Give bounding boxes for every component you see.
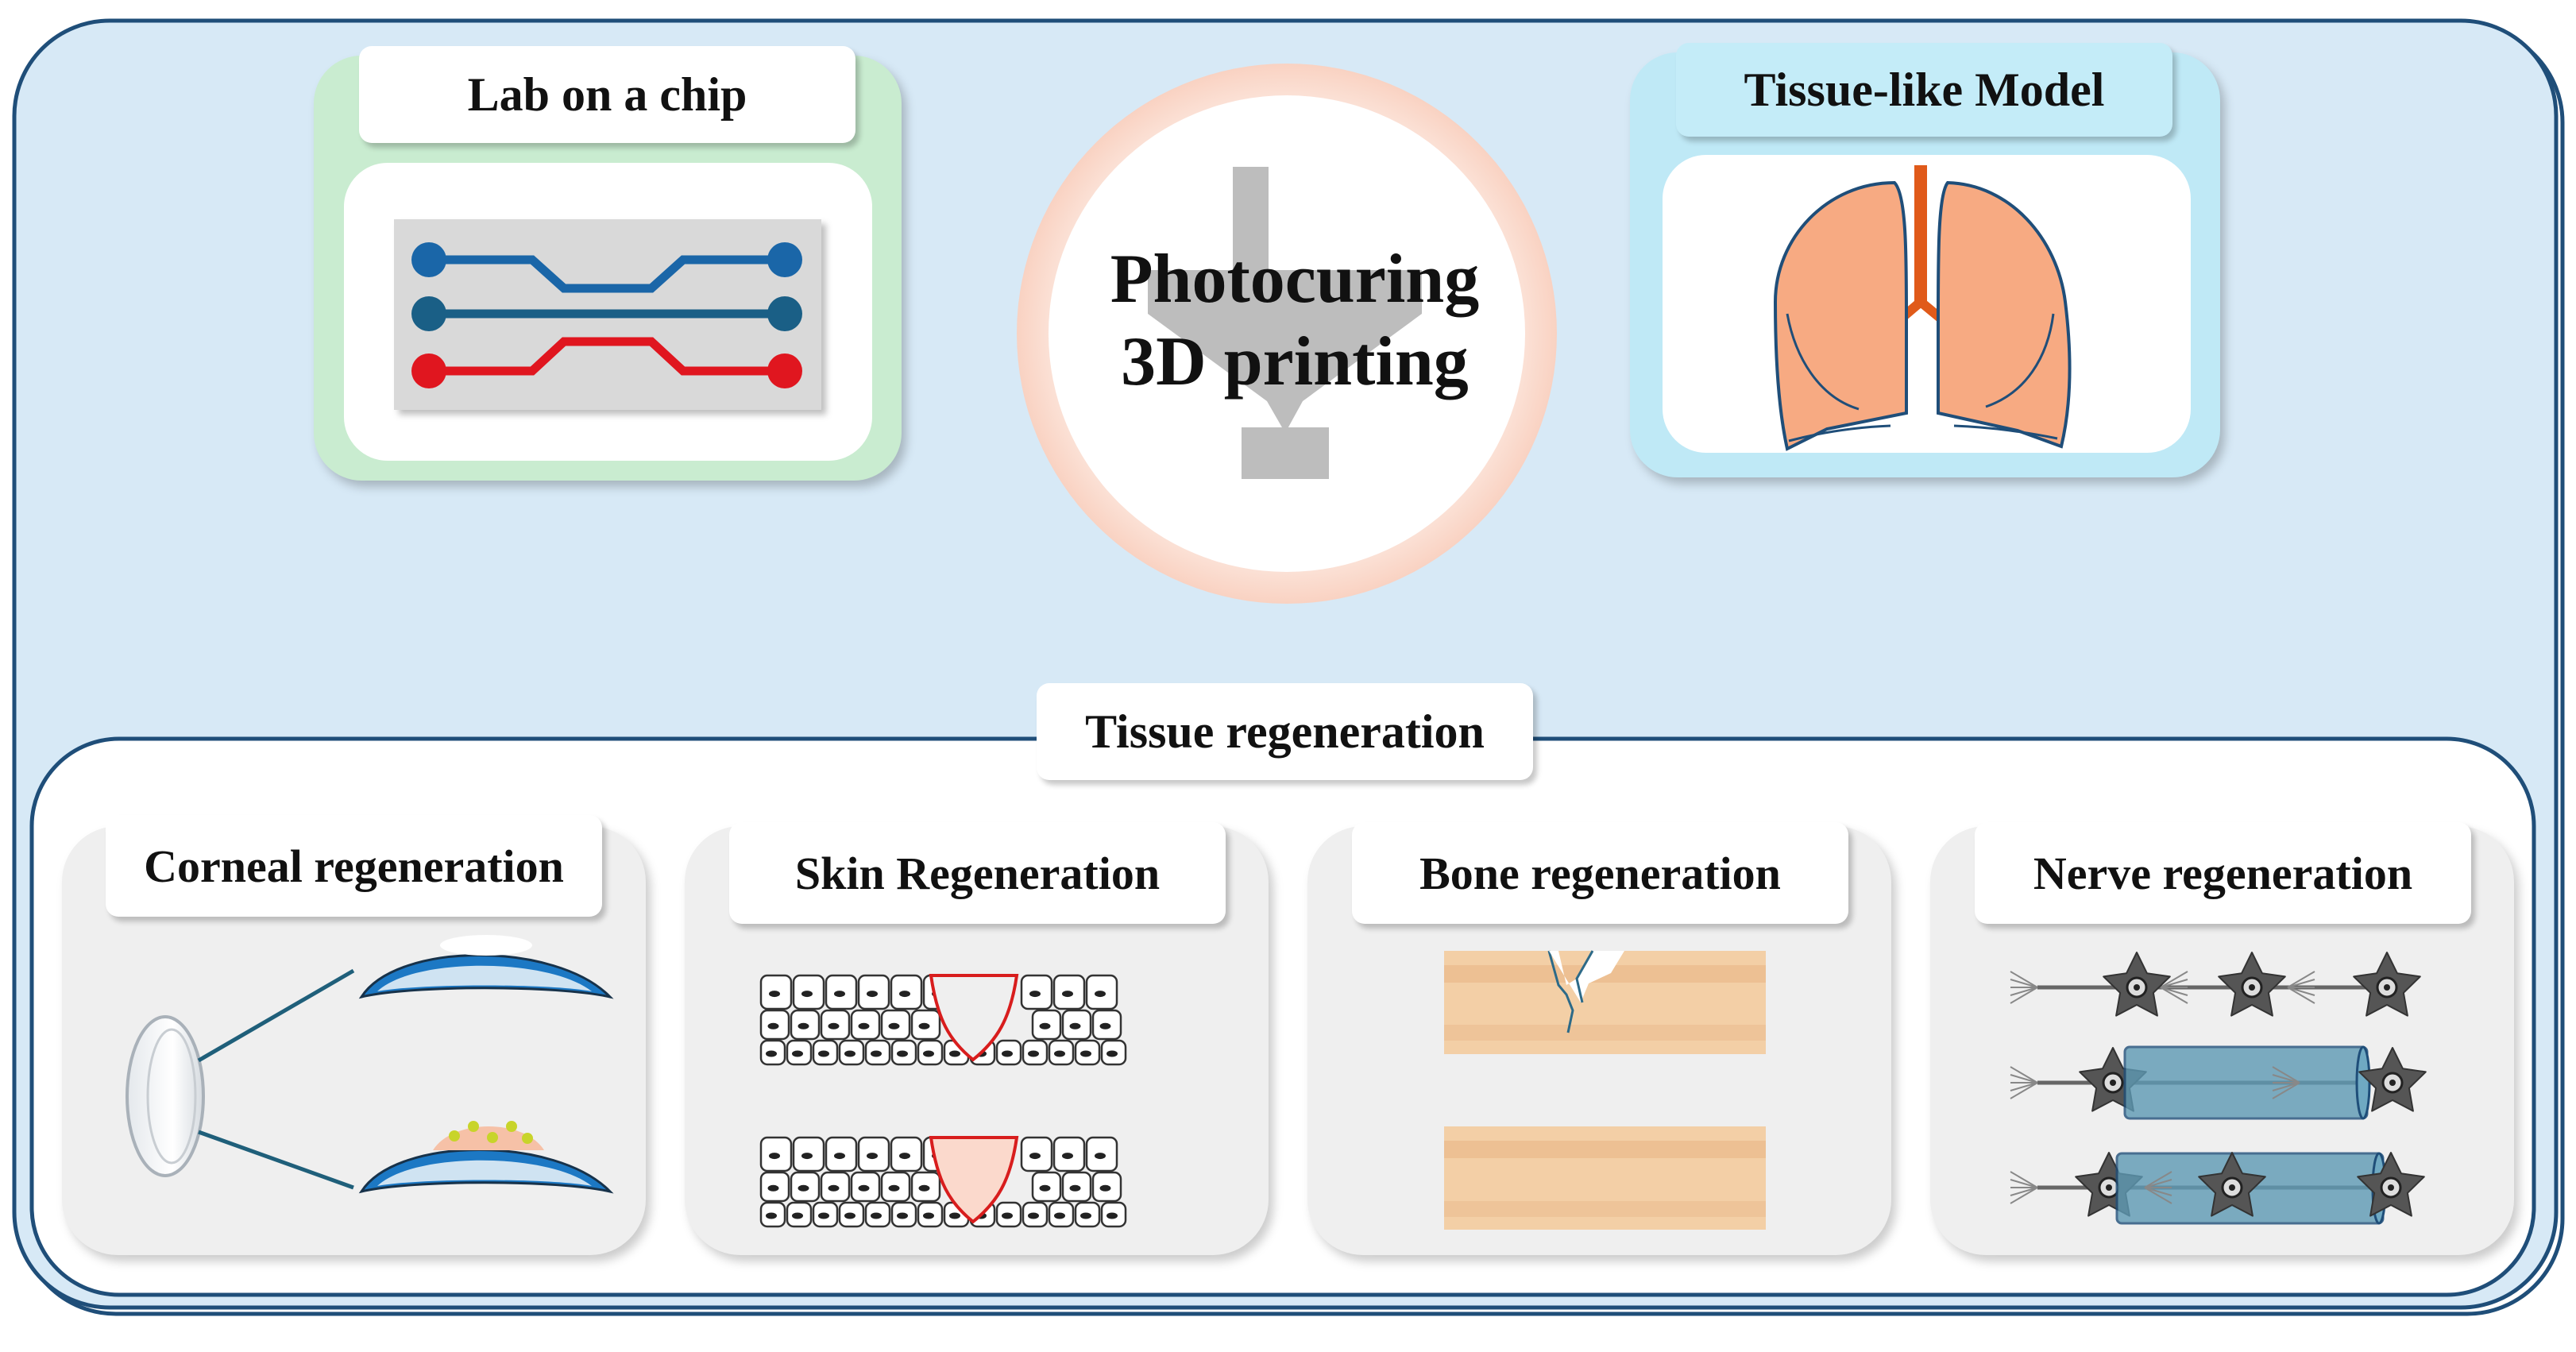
center-title: Photocuring 3D printing bbox=[1072, 238, 1517, 404]
nerve-regeneration-label: Nerve regeneration bbox=[1975, 822, 2471, 924]
center-title-line1: Photocuring bbox=[1110, 241, 1480, 318]
center-title-line2: 3D printing bbox=[1121, 323, 1469, 400]
corneal-regeneration-label: Corneal regeneration bbox=[106, 815, 602, 917]
bone-icon bbox=[1444, 950, 1766, 1230]
tissue-regeneration-title: Tissue regeneration bbox=[1037, 683, 1533, 780]
channel-red-icon bbox=[429, 337, 785, 376]
printer-icon bbox=[1148, 167, 1422, 479]
microfluidic-chip-icon bbox=[394, 219, 821, 410]
lung-icon bbox=[1773, 165, 2072, 451]
skin-tissue-icon bbox=[759, 974, 1127, 1228]
skin-regeneration-label: Skin Regeneration bbox=[729, 822, 1226, 924]
cornea-icon bbox=[126, 935, 614, 1194]
card-nerve bbox=[1930, 826, 2514, 1255]
tissue-model-label: Tissue-like Model bbox=[1676, 43, 2172, 137]
nerve-icon bbox=[2010, 952, 2427, 1225]
contact-lens-icon bbox=[126, 1015, 205, 1177]
trachea-icon bbox=[1914, 165, 1927, 308]
bone-regeneration-label: Bone regeneration bbox=[1352, 822, 1848, 924]
channel-blue-icon bbox=[429, 255, 785, 293]
lab-on-chip-label: Lab on a chip bbox=[359, 46, 855, 143]
